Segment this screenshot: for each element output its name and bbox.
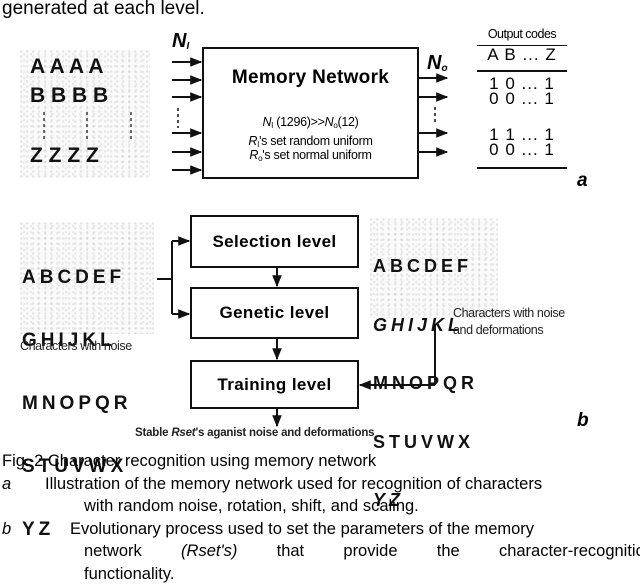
caption-a-line2: with random noise, rotation, shift, and … [84, 497, 419, 515]
deformed-chars: ABCDEF GHIJKL MNOPQR STUVWX YZ [373, 256, 478, 510]
deformed-chars-label: Characters with noise and deformations [453, 306, 565, 337]
code-row: 1 0 ... 1 [489, 74, 555, 93]
selection-level-label: Selection level [212, 231, 337, 251]
input-count-label: NI [172, 30, 190, 52]
code-row: 0 0 ... 1 [489, 140, 555, 159]
noisy-characters-grid-a [20, 50, 150, 178]
training-level-label: Training level [217, 374, 332, 394]
stable-rset-result: Stable Rset's aganist noise and deformat… [135, 427, 375, 439]
code-row: 1 1 ... 1 [489, 125, 555, 144]
output-codes-rows: 1 0 ... 1 0 0 ... 1 [477, 74, 567, 108]
caption-b-label: b [2, 520, 12, 538]
ri-setting: RI's set random uniform [248, 134, 373, 149]
panel-letter-a: a [577, 170, 588, 191]
caption-b-line3: functionality. [84, 565, 175, 583]
noisy-characters-grid-b [20, 222, 154, 334]
training-level-box: Training level [190, 360, 359, 409]
selection-level-box: Selection level [190, 215, 359, 268]
table-rule-bottom [477, 167, 567, 169]
genetic-level-label: Genetic level [219, 303, 330, 322]
memory-network-box: Memory Network NI (1296)>>No(12) RI's se… [202, 47, 419, 179]
noisy-chars-b: ABCDEF GHIJKL MNOPQR STUVWX YZ [22, 267, 132, 540]
table-rule-mid [477, 70, 567, 72]
node-count-relation: NI (1296)>>No(12) [262, 115, 359, 130]
intro-text: generated at each level. [2, 0, 205, 19]
output-codes-columns-wrap: A B ... Z [477, 45, 567, 65]
noisy-chars-row-a: A A A A [30, 55, 104, 78]
caption-a-line1: Illustration of the memory network used … [45, 475, 543, 493]
code-row: 0 0 ... 1 [489, 89, 555, 108]
panel-letter-b: b [577, 410, 589, 431]
output-codes-table: Output codes [477, 27, 567, 41]
output-codes-header: Output codes [487, 27, 557, 41]
caption-a-label: a [2, 475, 12, 493]
output-codes-rows-lower: 1 1 ... 1 0 0 ... 1 [477, 125, 567, 159]
table-rule-top [477, 45, 567, 46]
figure-caption-title: Fig. 2 Character recognition using memor… [2, 452, 377, 470]
genetic-level-box: Genetic level [190, 287, 359, 339]
noisy-chars-row-z: Z Z Z Z [30, 144, 99, 167]
caption-b-line2: network (Rset's) that provide the charac… [84, 542, 640, 560]
noisy-chars-row-b: B B B B [30, 84, 109, 107]
noisy-chars-label: Characters with noise [20, 339, 132, 353]
memory-network-title: Memory Network [231, 67, 390, 88]
caption-b-line1: Evolutionary process used to set the par… [70, 520, 535, 538]
output-codes-columns: A B ... Z [487, 45, 557, 64]
deformed-characters-grid [370, 218, 498, 318]
output-count-label: No [427, 52, 448, 74]
ro-setting: Ro's set normal uniform [249, 148, 372, 163]
